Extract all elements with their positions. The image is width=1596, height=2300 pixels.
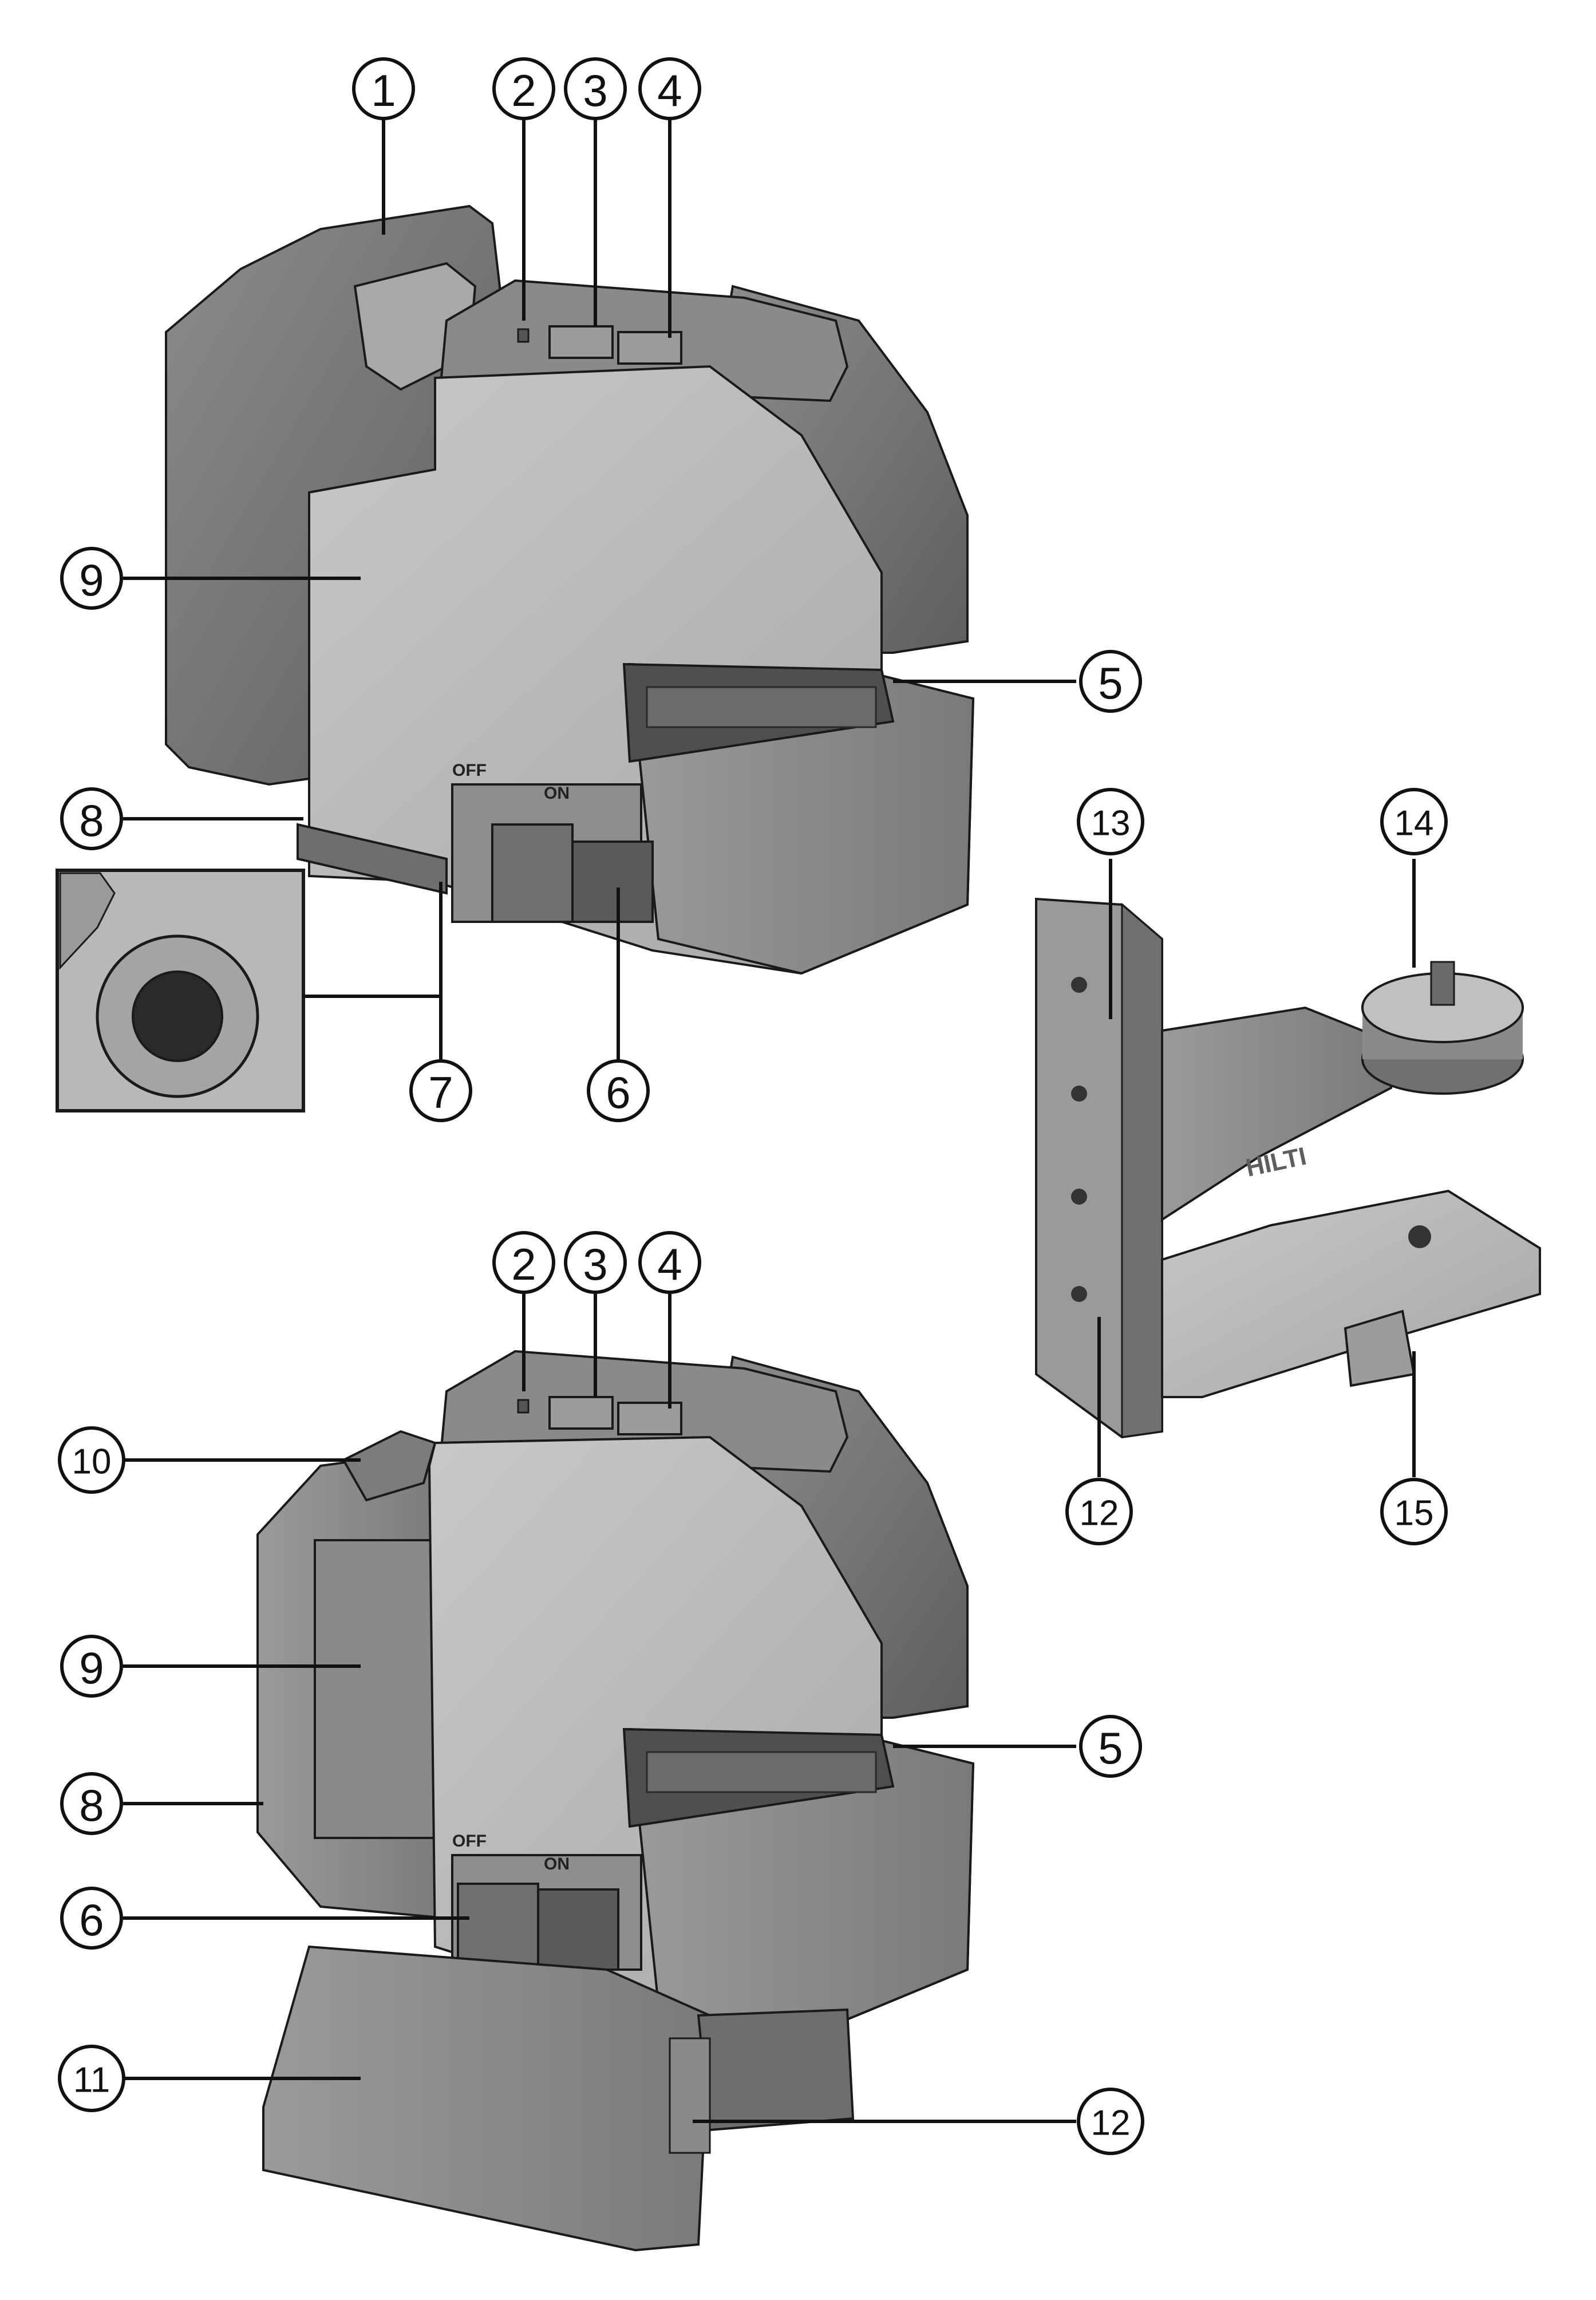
laser-device-top-view: OFF ON (165, 204, 975, 975)
battery-release-clip (342, 1430, 437, 1502)
switch-off-label: OFF (452, 761, 487, 780)
callout-12a: 12 (1065, 1478, 1133, 1545)
callout-4a: 4 (638, 57, 701, 120)
svg-text:6: 6 (606, 1067, 630, 1118)
callout-9a: 9 (60, 547, 123, 610)
svg-text:2: 2 (511, 65, 536, 116)
callout-7: 7 (409, 1059, 472, 1122)
top-button-left-b (548, 1396, 614, 1430)
callout-10: 10 (58, 1426, 125, 1494)
callout-8b: 8 (60, 1772, 123, 1835)
svg-text:3: 3 (583, 1239, 607, 1289)
svg-text:1: 1 (371, 65, 396, 116)
svg-text:5: 5 (1098, 658, 1123, 708)
stand-mount-plate (669, 2037, 711, 2154)
callout-2a: 2 (492, 57, 555, 120)
switch-on-label-b: ON (544, 1855, 570, 1873)
laser-window-glass (646, 686, 877, 728)
support-plate (1161, 1189, 1541, 1398)
thread-stud (1430, 961, 1455, 1006)
svg-text:9: 9 (79, 555, 104, 605)
switch-knob-b (537, 1888, 619, 1971)
plate-hole-4 (1071, 1286, 1087, 1302)
svg-text:12: 12 (1080, 1494, 1119, 1533)
callout-6b: 6 (60, 1887, 123, 1950)
callout-labels: 1 2 3 4 9 5 8 7 6 13 14 12 15 2 3 4 10 9… (58, 57, 1448, 2155)
wall-bracket: HILTI (1035, 897, 1541, 1439)
plate-hole-2 (1071, 1086, 1087, 1102)
callout-3b: 3 (564, 1231, 627, 1294)
plate-hole-1 (1071, 977, 1087, 993)
plate-hole-3 (1071, 1189, 1087, 1205)
callout-14: 14 (1380, 788, 1448, 855)
bracket-plate-side (1121, 902, 1163, 1438)
svg-text:7: 7 (428, 1067, 453, 1118)
callout-13: 13 (1077, 788, 1144, 855)
thread-hole (132, 971, 223, 1062)
callout-8a: 8 (60, 787, 123, 850)
svg-text:8: 8 (79, 1780, 104, 1830)
base-strip (297, 823, 448, 895)
switch-slider (491, 823, 574, 923)
svg-text:10: 10 (72, 1442, 112, 1482)
laser-window-glass-b (646, 1751, 877, 1793)
svg-text:4: 4 (657, 1239, 682, 1289)
callout-5a: 5 (1079, 650, 1142, 713)
callout-1: 1 (352, 57, 415, 120)
status-led (517, 328, 530, 343)
svg-text:5: 5 (1098, 1723, 1123, 1773)
svg-text:8: 8 (79, 795, 104, 846)
inset-corner (59, 872, 116, 970)
callout-11: 11 (58, 2045, 125, 2112)
stand-side (697, 2008, 855, 2132)
callout-9b: 9 (60, 1635, 123, 1698)
top-button-left (548, 325, 614, 359)
leader-lines (123, 115, 1416, 2123)
svg-text:14: 14 (1394, 804, 1434, 843)
bracket-arm (1161, 1006, 1392, 1222)
svg-text:12: 12 (1091, 2104, 1131, 2143)
svg-text:15: 15 (1394, 1494, 1434, 1533)
stand-base (262, 1945, 712, 2252)
svg-text:4: 4 (657, 65, 682, 116)
callout-5b: 5 (1079, 1715, 1142, 1778)
callout-2b: 2 (492, 1231, 555, 1294)
switch-slider-b (457, 1883, 539, 1971)
top-button-right (617, 331, 682, 365)
svg-text:13: 13 (1091, 804, 1131, 843)
switch-knob (571, 841, 654, 923)
callout-3a: 3 (564, 57, 627, 120)
svg-text:6: 6 (79, 1895, 104, 1945)
status-led-b (517, 1399, 530, 1414)
side-panel-b (314, 1539, 436, 1839)
callout-6a: 6 (587, 1059, 650, 1122)
callout-12b: 12 (1077, 2088, 1144, 2155)
svg-text:2: 2 (511, 1239, 536, 1289)
switch-off-label-b: OFF (452, 1832, 487, 1851)
svg-text:3: 3 (583, 65, 607, 116)
svg-text:11: 11 (73, 2061, 110, 2100)
switch-on-label: ON (544, 784, 570, 803)
top-button-right-b (617, 1402, 682, 1435)
callout-15: 15 (1380, 1478, 1448, 1545)
support-plate-hole (1408, 1225, 1431, 1248)
svg-text:9: 9 (79, 1643, 104, 1693)
tripod-thread-inset (56, 869, 305, 1112)
leader-7 (303, 882, 443, 998)
laser-device-bottom-view: OFF ON (256, 1350, 975, 2252)
callout-4b: 4 (638, 1231, 701, 1294)
